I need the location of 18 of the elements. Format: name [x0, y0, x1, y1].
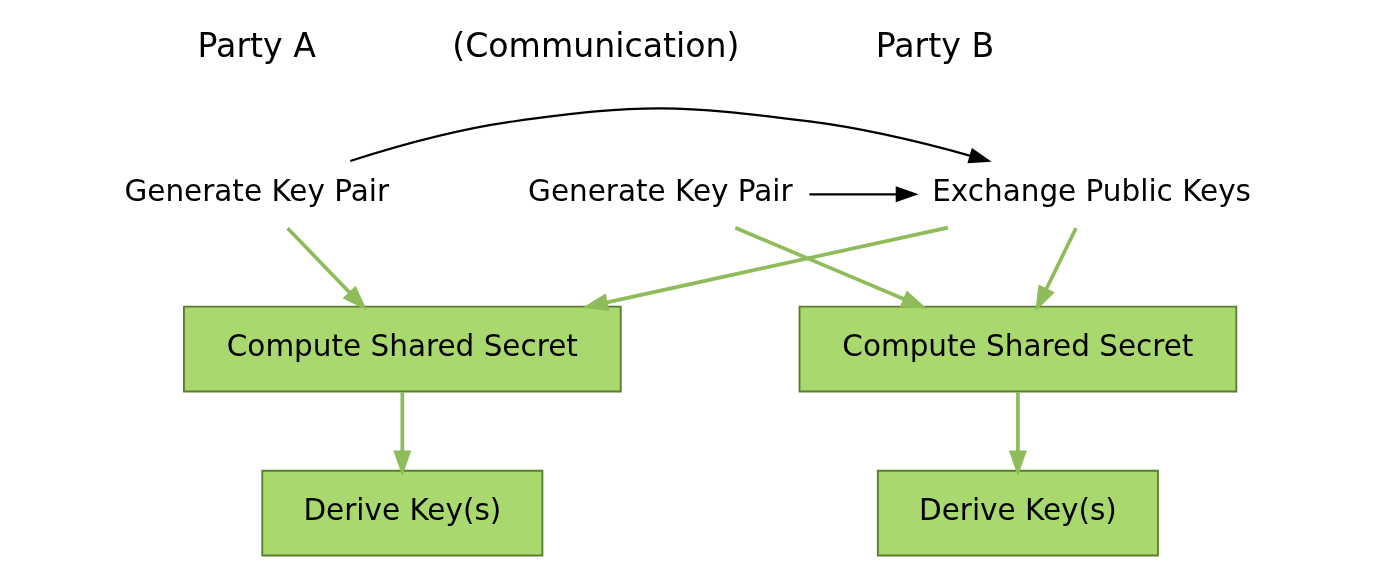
arrow	[1008, 392, 1027, 477]
node-box: Compute Shared Secret	[798, 305, 1237, 393]
arrow	[349, 107, 992, 164]
node-box: Derive Key(s)	[876, 469, 1159, 557]
label: (Communication)	[451, 25, 739, 65]
arrow	[1034, 227, 1078, 312]
arrow	[581, 225, 948, 312]
node-text: Exchange Public Keys	[931, 174, 1251, 209]
label: Party B	[875, 25, 994, 65]
arrow	[734, 226, 927, 309]
arrow	[392, 392, 411, 477]
node-text: Generate Key Pair	[123, 174, 389, 209]
label: Party A	[197, 25, 316, 65]
node-box: Derive Key(s)	[260, 469, 543, 557]
node-text: Generate Key Pair	[527, 174, 793, 209]
arrow	[285, 226, 367, 311]
arrow	[808, 186, 919, 203]
node-box: Compute Shared Secret	[182, 305, 622, 393]
